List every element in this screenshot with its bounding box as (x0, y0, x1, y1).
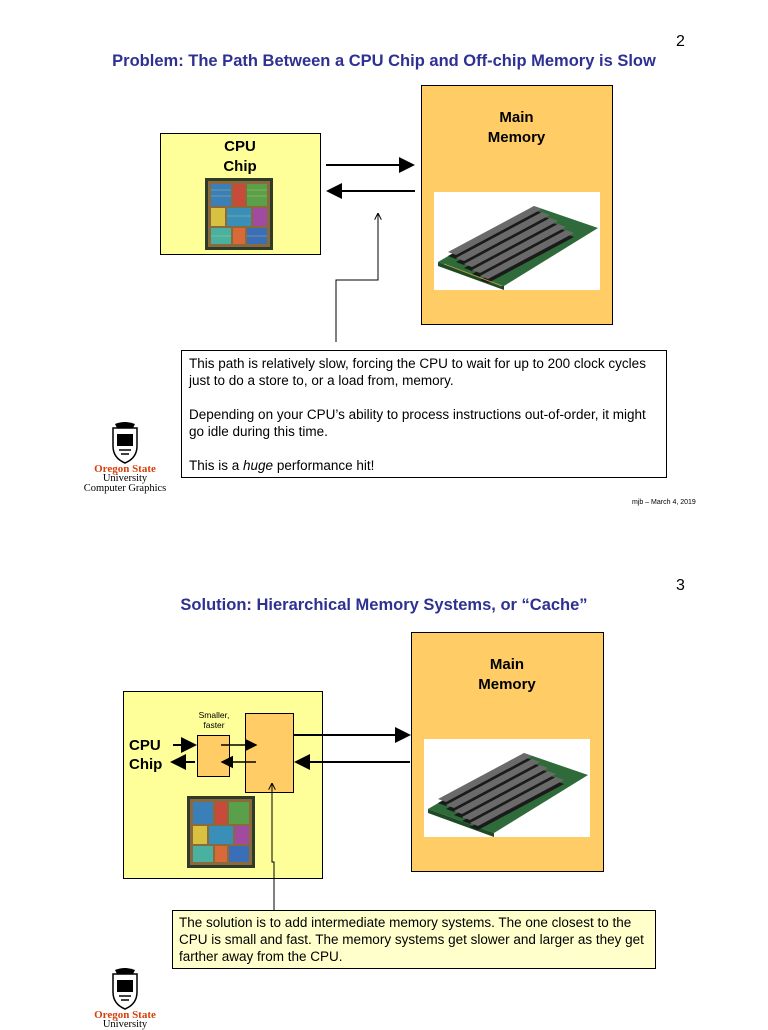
solution-callout: The solution is to add intermediate memo… (172, 910, 656, 969)
cpu-chip-box: CPU Chip (160, 133, 321, 255)
memory-boards-image (424, 739, 590, 837)
osu-seal-icon (112, 422, 138, 464)
l2-cache-box (245, 713, 294, 793)
slide-number: 2 (676, 33, 685, 50)
osu-logo: Oregon State University (80, 966, 170, 1030)
cpu-chip-label: CPU Chip (129, 737, 163, 773)
slide-number: 3 (676, 577, 685, 594)
osu-seal-icon (112, 968, 138, 1010)
callout-pointer (272, 784, 274, 912)
cpu-chip-region: CPU Chip Smaller, faster (123, 691, 323, 879)
main-memory-box: Main Memory (421, 85, 613, 325)
main-memory-label: Main Memory (478, 656, 536, 693)
slide-footer-date: mjb – March 4, 2019 (632, 499, 696, 506)
slide-title: Solution: Hierarchical Memory Systems, o… (180, 596, 588, 614)
memory-boards-image (434, 192, 600, 290)
osu-name-line1: Oregon State (94, 1009, 156, 1021)
cache-size-label: Smaller, faster (198, 710, 230, 730)
osu-name-line1: Oregon State (94, 463, 156, 475)
cpu-die-image (187, 796, 255, 868)
cpu-die-image (205, 178, 273, 250)
osu-wordmark: Oregon State University Computer Graphic… (80, 464, 170, 494)
osu-logo: Oregon State University Computer Graphic… (80, 420, 170, 494)
osu-name-line2: University (102, 473, 148, 484)
main-memory-box: Main Memory (411, 632, 604, 872)
osu-name-line2: University (102, 1019, 148, 1030)
slide-title: Problem: The Path Between a CPU Chip and… (112, 52, 656, 70)
callout-paragraph-2: Depending on your CPU’s ability to proce… (189, 407, 646, 439)
callout-paragraph-1: This path is relatively slow, forcing th… (189, 356, 646, 388)
callout-paragraph-3: This is a huge performance hit! (189, 458, 375, 473)
osu-wordmark: Oregon State University (80, 1010, 170, 1030)
callout-pointer (335, 214, 378, 342)
cpu-chip-label: CPU Chip (223, 138, 257, 175)
osu-name-line3: Computer Graphics (83, 483, 167, 494)
main-memory-label: Main Memory (487, 109, 546, 146)
slow-path-callout: This path is relatively slow, forcing th… (181, 350, 667, 478)
